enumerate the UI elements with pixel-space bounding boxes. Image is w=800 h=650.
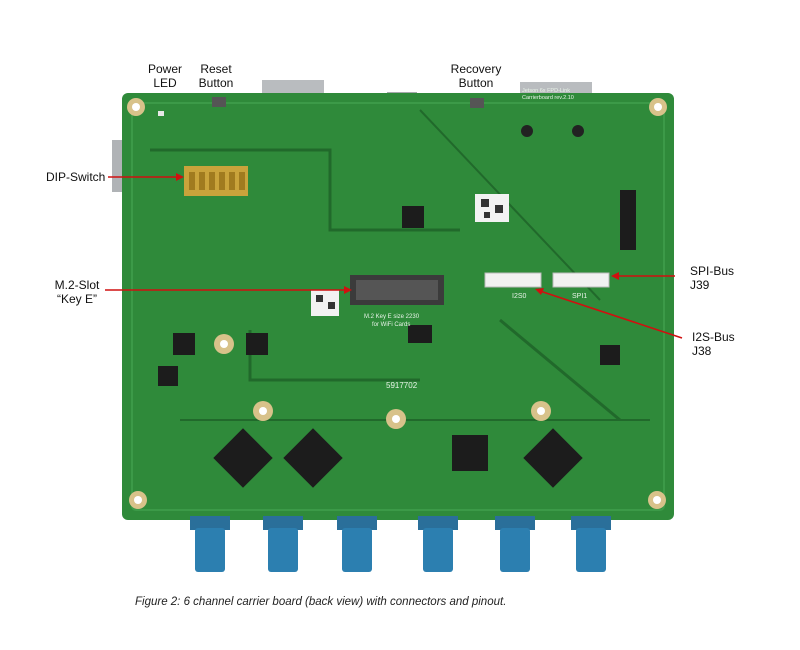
chip: [158, 366, 178, 386]
chip: [408, 325, 432, 343]
chip: [452, 435, 488, 471]
label-reset-button: Reset Button: [190, 62, 242, 90]
label-m2-slot-line1: M.2-Slot: [54, 278, 100, 292]
silk-serial: 5917702: [386, 381, 418, 390]
label-power-led-line2: LED: [153, 76, 177, 90]
callout-arrows: [105, 173, 683, 339]
silk-title-line2: Carrierboard rev.2.10: [522, 95, 574, 101]
pcb-trace: [499, 318, 621, 422]
label-reset-button-line2: Button: [198, 76, 234, 90]
pcb-edge-trace: [131, 102, 665, 511]
pcb-trace: [150, 148, 460, 232]
dip-switch-levers: [189, 172, 245, 190]
label-m2-slot: M.2-Slot “Key E”: [46, 278, 108, 306]
label-i2s-bus-line2: J38: [692, 344, 712, 358]
chip: [173, 333, 195, 355]
chip: [523, 428, 583, 488]
label-power-led: Power LED: [140, 62, 190, 90]
chip: [600, 345, 620, 365]
power-led-part: [158, 111, 164, 116]
label-spi-bus-line2: J39: [690, 278, 710, 292]
label-power-led-line1: Power: [147, 62, 182, 76]
pcb-trace: [419, 109, 601, 301]
spi-bus-connector: [552, 272, 610, 288]
chip: [246, 333, 268, 355]
m2-slot-contacts: [356, 280, 438, 300]
chip: [620, 190, 636, 250]
silk-m2-line2: for WiFi Cards: [372, 322, 410, 328]
figure-caption: Figure 2: 6 channel carrier board (back …: [135, 596, 507, 608]
label-m2-slot-line2: “Key E”: [56, 292, 97, 306]
silk-m2-line1: M.2 Key E size 2230: [364, 314, 420, 320]
mounting-holes: [127, 98, 667, 509]
reset-button-part: [212, 97, 226, 107]
silk-spi1: SPI1: [572, 293, 587, 300]
pcb-board: [122, 93, 674, 520]
label-reset-button-line1: Reset: [200, 62, 232, 76]
recovery-button-part: [470, 98, 484, 108]
chip: [213, 428, 273, 488]
i2s-bus-connector: [484, 272, 542, 288]
silk-title-line1: Jetson 6x FPD-Link: [522, 88, 570, 94]
label-dip-switch: DIP-Switch: [46, 170, 106, 184]
coax-connectors: [190, 516, 611, 572]
label-recovery-button-line1: Recovery: [450, 62, 502, 76]
label-spi-bus: SPI-Bus J39: [690, 264, 734, 292]
label-recovery-button-line2: Button: [458, 76, 494, 90]
silk-i2s0: I2S0: [512, 293, 527, 300]
label-i2s-bus: I2S-Bus J38: [692, 330, 735, 358]
label-recovery-button: Recovery Button: [440, 62, 512, 90]
label-i2s-bus-line1: I2S-Bus: [692, 330, 735, 344]
chip: [402, 206, 424, 228]
qr-code: [475, 194, 509, 222]
label-spi-bus-line1: SPI-Bus: [690, 264, 735, 278]
chip: [283, 428, 343, 488]
arrow-i2s-bus: [539, 290, 683, 339]
